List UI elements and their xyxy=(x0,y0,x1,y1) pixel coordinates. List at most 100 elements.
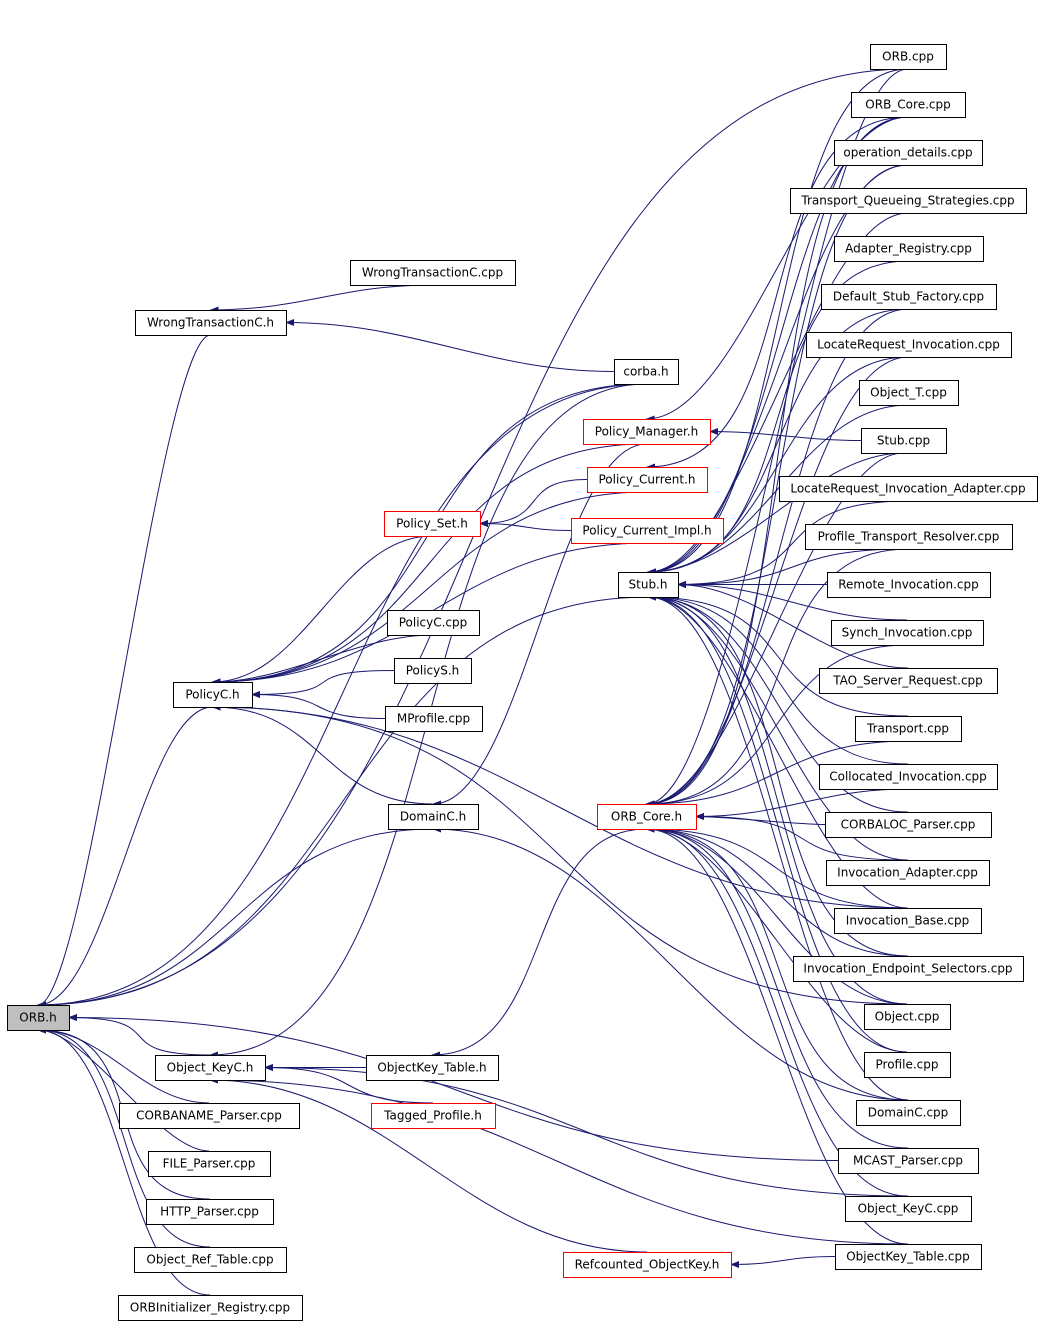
node-tao-server-request-cpp[interactable]: TAO_Server_Request.cpp xyxy=(819,668,998,694)
node-orb-h[interactable]: ORB.h xyxy=(7,1005,70,1031)
node-label: DomainC.cpp xyxy=(868,1106,949,1120)
node-profile-transport-resolver-cpp[interactable]: Profile_Transport_Resolver.cpp xyxy=(805,524,1013,550)
node-operation-details-cpp[interactable]: operation_details.cpp xyxy=(834,140,983,166)
node-layer: ORB.h WrongTransactionC.h WrongTransaction… xyxy=(7,44,1038,1321)
node-policy-set-h[interactable]: Policy_Set.h xyxy=(384,511,481,537)
node-policys-h[interactable]: PolicyS.h xyxy=(394,658,472,684)
node-box xyxy=(135,310,287,336)
node-label: ORB_Core.h xyxy=(611,810,682,824)
node-label: TAO_Server_Request.cpp xyxy=(832,674,983,688)
node-objectkey-table-h[interactable]: ObjectKey_Table.h xyxy=(366,1055,499,1081)
node-box xyxy=(614,359,679,385)
edge-corba-h-to-orb-h xyxy=(37,383,647,1009)
node-box xyxy=(618,572,679,598)
node-label: LocateRequest_Invocation.cpp xyxy=(817,338,1000,352)
node-corbaloc-parser-cpp[interactable]: CORBALOC_Parser.cpp xyxy=(825,812,992,838)
node-object-t-cpp[interactable]: Object_T.cpp xyxy=(859,380,959,406)
node-object-keyc-h[interactable]: Object_KeyC.h xyxy=(155,1055,266,1081)
node-orb-core-h[interactable]: ORB_Core.h xyxy=(597,804,697,830)
node-mcast-parser-cpp[interactable]: MCAST_Parser.cpp xyxy=(838,1148,979,1174)
node-policyc-h[interactable]: PolicyC.h xyxy=(173,682,253,708)
node-remote-invocation-cpp[interactable]: Remote_Invocation.cpp xyxy=(827,572,991,598)
node-stub-h[interactable]: Stub.h xyxy=(618,572,679,598)
node-box xyxy=(387,610,480,636)
node-adapter-registry-cpp[interactable]: Adapter_Registry.cpp xyxy=(834,236,984,262)
node-file-parser-cpp[interactable]: FILE_Parser.cpp xyxy=(148,1151,271,1177)
node-policy-current-h[interactable]: Policy_Current.h xyxy=(587,467,708,493)
node-domainc-cpp[interactable]: DomainC.cpp xyxy=(856,1100,961,1126)
node-invocation-base-cpp[interactable]: Invocation_Base.cpp xyxy=(834,908,982,934)
node-label: Refcounted_ObjectKey.h xyxy=(575,1258,720,1272)
node-object-keyc-cpp[interactable]: Object_KeyC.cpp xyxy=(845,1196,972,1222)
edge-corbaloc-parser-cpp-to-stub-h xyxy=(647,593,909,813)
node-policy-manager-h[interactable]: Policy_Manager.h xyxy=(583,419,711,445)
node-label: Object_KeyC.h xyxy=(167,1061,254,1075)
node-locaterequest-invocation-adapter-cpp[interactable]: LocateRequest_Invocation_Adapter.cpp xyxy=(779,476,1038,502)
node-refcounted-objectkey-h[interactable]: Refcounted_ObjectKey.h xyxy=(563,1252,732,1278)
node-box xyxy=(779,476,1038,502)
node-http-parser-cpp[interactable]: HTTP_Parser.cpp xyxy=(146,1199,274,1225)
node-domainc-h[interactable]: DomainC.h xyxy=(388,804,479,830)
node-box xyxy=(806,332,1012,358)
node-policy-current-impl-h[interactable]: Policy_Current_Impl.h xyxy=(571,518,724,544)
node-invocation-endpoint-selectors-cpp[interactable]: Invocation_Endpoint_Selectors.cpp xyxy=(793,956,1024,982)
node-transport-queueing-strategies-cpp[interactable]: Transport_Queueing_Strategies.cpp xyxy=(790,188,1027,214)
edge-stub-h-to-orb-h xyxy=(37,596,649,1009)
node-wrongtransactionc-h[interactable]: WrongTransactionC.h xyxy=(135,310,287,336)
node-profile-cpp[interactable]: Profile.cpp xyxy=(864,1052,951,1078)
node-tagged-profile-h[interactable]: Tagged_Profile.h xyxy=(371,1103,496,1129)
node-object-cpp[interactable]: Object.cpp xyxy=(864,1004,951,1030)
node-synch-invocation-cpp[interactable]: Synch_Invocation.cpp xyxy=(831,620,984,646)
edge-synch-invocation-cpp-to-stub-h xyxy=(677,580,908,621)
edge-collocated-invocation-cpp-to-orb-core-h xyxy=(695,788,909,821)
node-box xyxy=(861,428,947,454)
node-policyc-cpp[interactable]: PolicyC.cpp xyxy=(387,610,480,636)
node-default-stub-factory-cpp[interactable]: Default_Stub_Factory.cpp xyxy=(821,284,997,310)
node-orbinitializer-registry-cpp[interactable]: ORBInitializer_Registry.cpp xyxy=(118,1295,303,1321)
edge-object-cpp-to-stub-h xyxy=(647,593,908,1005)
node-box xyxy=(821,284,997,310)
edge-domainc-cpp-to-orb-core-h xyxy=(645,825,909,1101)
node-box xyxy=(826,860,990,886)
node-orb-core-cpp[interactable]: ORB_Core.cpp xyxy=(851,92,966,118)
node-label: HTTP_Parser.cpp xyxy=(160,1205,259,1219)
edge-collocated-invocation-cpp-to-stub-h xyxy=(647,593,909,765)
node-box xyxy=(835,1244,982,1270)
edge-transport-queueing-strategies-cpp-to-stub-h xyxy=(647,212,909,576)
edge-policy-set-h-to-policyc-h xyxy=(211,535,433,686)
node-box xyxy=(851,92,966,118)
node-box xyxy=(385,706,483,732)
node-objectkey-table-cpp[interactable]: ObjectKey_Table.cpp xyxy=(835,1244,982,1270)
edge-object-keyc-cpp-to-orb-core-h xyxy=(645,825,909,1197)
node-box xyxy=(819,764,998,790)
node-collocated-invocation-cpp[interactable]: Collocated_Invocation.cpp xyxy=(819,764,998,790)
node-box xyxy=(583,419,711,445)
node-box xyxy=(825,812,992,838)
node-label: Default_Stub_Factory.cpp xyxy=(833,290,984,304)
node-mprofile-cpp[interactable]: MProfile.cpp xyxy=(385,706,483,732)
node-stub-cpp[interactable]: Stub.cpp xyxy=(861,428,947,454)
node-label: corba.h xyxy=(623,365,668,379)
node-object-ref-table-cpp[interactable]: Object_Ref_Table.cpp xyxy=(134,1247,287,1273)
node-label: LocateRequest_Invocation_Adapter.cpp xyxy=(790,482,1025,496)
node-corbaname-parser-cpp[interactable]: CORBANAME_Parser.cpp xyxy=(119,1103,300,1129)
node-transport-cpp[interactable]: Transport.cpp xyxy=(855,716,962,742)
node-corba-h[interactable]: corba.h xyxy=(614,359,679,385)
node-invocation-adapter-cpp[interactable]: Invocation_Adapter.cpp xyxy=(826,860,990,886)
node-box xyxy=(831,620,984,646)
node-orb-cpp[interactable]: ORB.cpp xyxy=(870,44,947,70)
node-wrongtransactionc-cpp[interactable]: WrongTransactionC.cpp xyxy=(350,260,516,286)
node-box xyxy=(805,524,1013,550)
node-box xyxy=(366,1055,499,1081)
node-box xyxy=(864,1004,951,1030)
edge-profile-transport-resolver-cpp-to-stub-h xyxy=(677,548,909,589)
edge-orb-core-cpp-to-policy-current-h xyxy=(646,116,909,471)
node-box xyxy=(563,1252,732,1278)
node-box xyxy=(597,804,697,830)
edge-wrongtransactionc-h-to-orb-h xyxy=(37,334,211,1009)
node-label: Invocation_Adapter.cpp xyxy=(837,866,978,880)
edge-object-cpp-to-policyc-h xyxy=(211,703,908,1005)
node-box xyxy=(134,1247,287,1273)
node-locaterequest-invocation-cpp[interactable]: LocateRequest_Invocation.cpp xyxy=(806,332,1012,358)
